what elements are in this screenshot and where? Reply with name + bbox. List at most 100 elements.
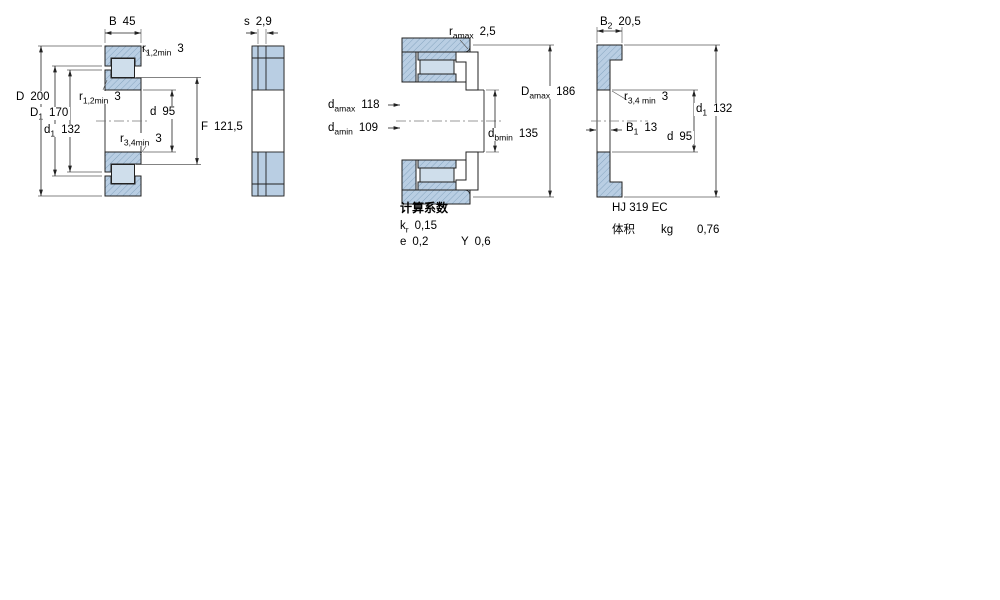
mass-value: 0,76 [697, 224, 719, 237]
dim-label-r34-ring: r3,4 min 3 [624, 91, 669, 106]
dim-subscript: amax [334, 103, 356, 114]
dim-value: 109 [358, 122, 379, 134]
factor-kr: kr 0,15 [400, 220, 437, 235]
dim-label-D: D 200 [14, 91, 52, 104]
dim-symbol: r [120, 133, 124, 145]
dim-symbol: r [449, 26, 453, 38]
dim-symbol: D [521, 86, 530, 98]
dim-symbol: B [109, 16, 117, 28]
calculation-factors-title: 计算系数 [400, 201, 449, 215]
dim-subscript: 3,4min [123, 137, 150, 148]
dim-subscript: 2 [607, 20, 613, 31]
bearing-cross-section-figure [96, 45, 150, 197]
dim-value: 200 [30, 91, 50, 103]
dim-value: 186 [556, 86, 576, 98]
dim-subscript: 1 [633, 126, 639, 137]
dim-label-B: B 45 [109, 16, 135, 29]
dim-symbol: d [696, 103, 703, 115]
dim-symbol: r [79, 91, 83, 103]
dim-symbol: r [624, 91, 628, 103]
mass-unit: kg [661, 224, 673, 237]
mass-label-text: 体积 [612, 224, 635, 236]
mounting-dimension-lines [388, 39, 554, 198]
dim-label-F: F 121,5 [201, 121, 243, 134]
product-designation: HJ 319 EC [612, 202, 668, 215]
dim-symbol: d [488, 128, 495, 140]
dim-value: 135 [518, 128, 539, 140]
dim-label-damin: damin 109 [328, 122, 379, 137]
dim-value: 170 [49, 107, 69, 119]
dim-label-s: s 2,9 [244, 16, 272, 29]
mass-label: 体积 [612, 224, 635, 237]
dim-value: 2,9 [255, 16, 272, 28]
dim-label-d-ring: d 95 [665, 131, 695, 144]
dim-label-ra: ramax 2,5 [449, 26, 496, 41]
dim-label-d: d 95 [148, 106, 178, 119]
mass-value-text: 0,76 [697, 224, 720, 236]
dim-value: 13 [644, 122, 658, 134]
factor-Y: Y 0,6 [461, 236, 491, 249]
dim-value: 118 [361, 99, 380, 111]
dim-value: 132 [713, 103, 733, 115]
dim-symbol: D [16, 91, 25, 103]
factor-value: 0,15 [414, 220, 437, 232]
dim-subscript: 1,2min [145, 47, 172, 58]
dim-subscript: bmin [494, 132, 513, 143]
dim-symbol: D [30, 107, 39, 119]
dim-symbol: d [44, 124, 51, 136]
dim-label-d1-ring: d1 132 [694, 103, 735, 118]
factor-value: 0,2 [412, 236, 429, 248]
dim-symbol: d [328, 122, 335, 134]
dim-subscript: 1,2min [82, 95, 109, 106]
dim-symbol: B [626, 122, 634, 134]
dim-value: 95 [679, 131, 693, 143]
dim-label-d1: d1 132 [42, 124, 83, 139]
factor-symbol: k [400, 220, 406, 232]
factor-subscript: r [405, 224, 409, 235]
dim-value: 20,5 [618, 16, 641, 28]
mounting-dimensions-figure [396, 37, 502, 205]
dim-value: 3 [177, 43, 184, 55]
dim-label-B1: B1 13 [626, 122, 658, 137]
dim-subscript: amax [529, 90, 551, 101]
angle-ring-figure [591, 44, 648, 198]
bearing-cross-section-dimension-lines [38, 29, 201, 197]
dim-subscript: 1 [702, 107, 708, 118]
dim-symbol: F [201, 121, 209, 133]
dim-subscript: 1 [50, 128, 56, 139]
dim-symbol: s [244, 16, 250, 28]
bearing-side-view [246, 29, 285, 197]
dim-value: 121,5 [214, 121, 243, 133]
dim-symbol: d [667, 131, 674, 143]
dim-value: 45 [122, 16, 136, 28]
designation-text: HJ 319 EC [612, 202, 668, 214]
title-text: 计算系数 [400, 201, 449, 215]
dim-subscript: amin [334, 126, 353, 137]
dim-symbol: B [600, 16, 608, 28]
factor-symbol: e [400, 236, 407, 248]
dim-symbol: r [142, 43, 146, 55]
dim-value: 3 [661, 91, 669, 103]
dim-label-D1: D1 170 [28, 107, 71, 122]
dim-value: 3 [155, 133, 162, 145]
dim-label-damax: damax 118 [328, 99, 380, 114]
dim-label-r34: r3,4min 3 [118, 133, 164, 148]
dim-value: 132 [61, 124, 81, 136]
factor-e: e 0,2 [400, 236, 428, 249]
dim-label-r12-top: r1,2min 3 [142, 43, 184, 58]
dim-label-Damax: Damax 186 [519, 86, 578, 101]
dim-label-dbmin: dbmin 135 [486, 128, 541, 143]
dim-value: 2,5 [479, 26, 496, 38]
dim-subscript: 3,4 min [627, 95, 656, 106]
dim-symbol: d [150, 106, 157, 118]
factor-value: 0,6 [474, 236, 491, 248]
dim-subscript: amax [452, 30, 474, 41]
dim-subscript: 1 [38, 111, 44, 122]
dim-label-B2: B2 20,5 [600, 16, 641, 31]
factor-symbol: Y [461, 236, 469, 248]
dim-symbol: d [328, 99, 335, 111]
dim-value: 95 [162, 106, 176, 118]
